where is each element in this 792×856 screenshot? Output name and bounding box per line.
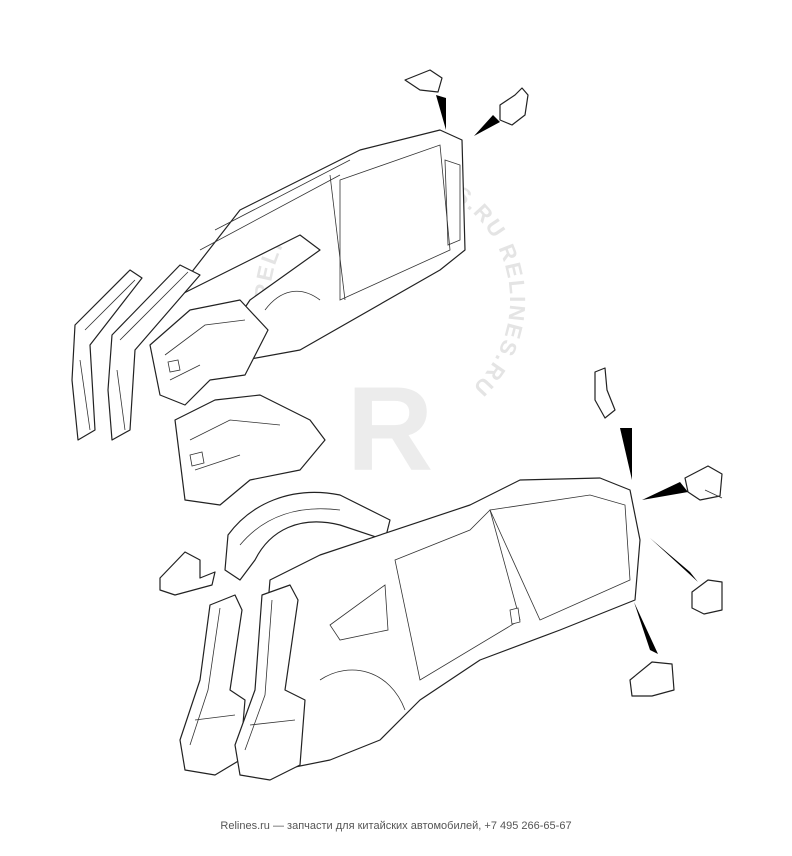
upper-side-panel — [169, 129, 466, 361]
pointer-3 — [620, 428, 632, 480]
upper-wheel-arch — [149, 299, 269, 406]
lower-outer-side-panel — [254, 477, 641, 771]
middle-wheel-arch — [174, 394, 326, 506]
right-bracket-4 — [629, 661, 675, 697]
pointer-6 — [634, 602, 658, 654]
footer-caption: Relines.ru — запчасти для китайских авто… — [220, 820, 572, 832]
small-bracket-left — [159, 551, 216, 596]
pointer-4 — [642, 482, 688, 500]
lower-pillar-pieces — [179, 584, 306, 781]
pointer-2 — [474, 115, 500, 136]
top-bracket-1 — [404, 69, 443, 93]
part-pointers — [436, 95, 698, 654]
pointer-5 — [650, 538, 698, 582]
top-bracket-2 — [499, 87, 529, 126]
right-bracket-1 — [594, 367, 616, 419]
right-bracket-3 — [691, 579, 723, 615]
watermark-letter: R — [347, 362, 434, 496]
pointer-1 — [436, 95, 446, 130]
arch-bracket — [224, 491, 391, 581]
right-bracket-2 — [684, 465, 723, 501]
upper-pillar-pieces — [71, 264, 201, 441]
